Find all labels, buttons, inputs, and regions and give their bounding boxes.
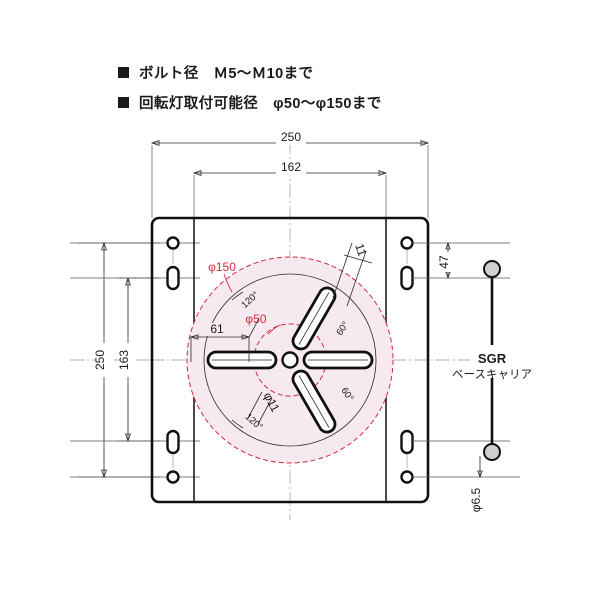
label-phi50: φ50: [245, 312, 281, 335]
text-61: 61: [210, 322, 224, 336]
square-bullet-icon: [118, 97, 129, 108]
extension-lines-right: [412, 242, 520, 478]
text-carrier-jp: ベースキャリア: [452, 369, 532, 381]
text-47: 47: [437, 255, 451, 269]
text-sgr: SGR: [478, 351, 507, 366]
text-11: 11: [352, 242, 369, 258]
dimension-11: 11: [332, 242, 373, 307]
left-rail-holes: [166, 236, 180, 484]
dimension-height-163: 163: [117, 276, 200, 443]
label-phi11: φ11: [247, 390, 283, 425]
dim-162-top: 162: [281, 160, 301, 174]
note-text: 回転灯取付可能径 φ50～φ150まで: [139, 96, 382, 112]
radial-slots: [206, 286, 374, 434]
dim-250-left: 250: [93, 350, 107, 370]
hole-round: [400, 236, 414, 250]
note-item: ボルト径 Ｍ5～Ｍ10まで: [118, 62, 382, 83]
hole-slot: [400, 429, 414, 455]
dimension-47: 47: [437, 241, 455, 280]
dimension-width-250: 250: [150, 130, 430, 218]
text-phi65: φ6.5: [469, 487, 483, 512]
dimension-61: 61: [189, 317, 260, 362]
carrier-bolt-bottom: [483, 443, 501, 461]
label-phi150: φ150: [208, 260, 236, 293]
hole-slot: [400, 265, 414, 291]
note-item: 回転灯取付可能径 φ50～φ150まで: [118, 92, 382, 113]
note-text: ボルト径 Ｍ5～Ｍ10まで: [139, 66, 314, 82]
sgr-base-carrier: SGR ベースキャリア: [452, 260, 532, 461]
center-hub: [281, 351, 299, 369]
dimension-phi65: φ6.5: [469, 456, 483, 512]
dim-250-top: 250: [281, 130, 301, 144]
extension-lines-left: [70, 242, 160, 478]
hole-slot: [166, 265, 180, 291]
dim-163-left: 163: [117, 350, 131, 370]
hole-slot: [166, 429, 180, 455]
hole-round: [400, 470, 414, 484]
hole-round: [166, 470, 180, 484]
square-bullet-icon: [118, 67, 129, 78]
text-phi50: φ50: [245, 312, 266, 326]
notes-block: ボルト径 Ｍ5～Ｍ10まで 回転灯取付可能径 φ50～φ150まで: [118, 62, 382, 122]
text-phi150: φ150: [208, 260, 236, 274]
carrier-bolt-top: [483, 260, 501, 278]
hole-round: [166, 236, 180, 250]
circle-phi150: [186, 256, 394, 464]
